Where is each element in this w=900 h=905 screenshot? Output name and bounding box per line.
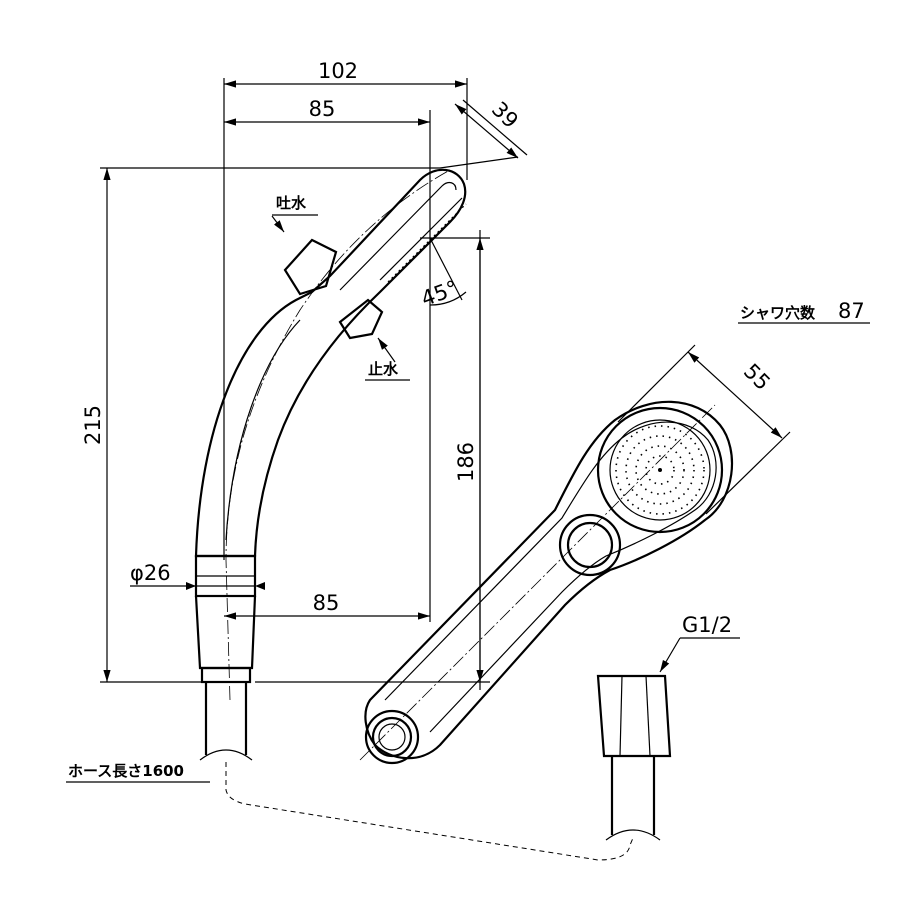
hose-dashed-path <box>225 762 634 861</box>
dimension-height-to-spray: 186 <box>454 442 478 482</box>
head-inner-line <box>339 181 457 291</box>
side-view: 102 85 39 215 186 φ26 85 45° <box>66 59 528 783</box>
front-body-inner <box>384 421 717 733</box>
label-thread: G1/2 <box>682 613 732 637</box>
dimension-grip-diameter: φ26 <box>130 561 171 585</box>
leader-arrow <box>377 337 396 363</box>
fitting-hose-break <box>605 829 661 841</box>
arrowhead <box>255 582 265 590</box>
dimension-width-to-spray: 85 <box>309 97 336 121</box>
thread-leader <box>659 637 681 673</box>
arrowhead <box>186 582 196 590</box>
water-stop-button <box>338 298 384 340</box>
spray-hole-ring <box>625 435 695 505</box>
spray-face <box>379 197 467 283</box>
handle-body <box>194 168 467 558</box>
label-water-stop: 止水 <box>368 360 399 378</box>
spray-face-outer <box>596 406 724 534</box>
dimension-grip-offset: 85 <box>313 591 340 615</box>
front-view: 55 シャワ穴数 87 <box>359 299 870 765</box>
fitting-nut <box>596 674 672 758</box>
handle-inner-line <box>225 319 301 541</box>
front-centerline <box>359 404 716 761</box>
label-spray-holes-count: 87 <box>838 299 865 323</box>
extension-line <box>617 344 696 423</box>
dimension-face-diameter: 55 <box>739 359 775 395</box>
dimension-spray-angle: 45° <box>418 276 461 311</box>
spray-hole-ring <box>615 425 705 515</box>
fitting-facet <box>645 675 651 757</box>
spray-face-ring <box>609 419 711 521</box>
button-opening-inner <box>566 521 614 569</box>
spray-hole-ring <box>635 445 685 495</box>
hose-break <box>199 749 253 761</box>
spray-hole-center <box>658 468 662 472</box>
hose-connection-inner <box>378 723 406 751</box>
hose-nut <box>200 666 252 684</box>
dimension-line-55 <box>687 351 783 439</box>
extension-line <box>439 156 519 169</box>
spray-face-holes <box>387 203 467 283</box>
leader-arrow <box>271 215 285 233</box>
label-spray-holes: シャワ穴数 <box>740 304 816 322</box>
label-hose-length: ホース長さ1600 <box>68 762 184 780</box>
button-opening-outer <box>558 513 622 577</box>
fitting-facet <box>619 675 623 757</box>
hose-connection-outer <box>364 709 420 765</box>
hose-connection-mid <box>371 716 413 758</box>
dimension-line-39 <box>454 103 519 159</box>
spray-hole-ring <box>645 455 675 485</box>
water-out-button <box>283 238 338 296</box>
angle-leg <box>429 237 463 301</box>
dimension-overall-width: 102 <box>318 59 358 83</box>
front-body-outline <box>364 400 734 760</box>
label-water-out: 吐水 <box>276 194 307 212</box>
spray-holes <box>615 425 705 515</box>
hose-fitting: G1/2 <box>596 613 740 841</box>
dimension-overall-height: 215 <box>81 405 105 445</box>
handle-centerline <box>225 169 451 701</box>
grip-lower <box>194 595 257 670</box>
dimension-head-thickness: 39 <box>487 97 523 133</box>
angle-arc <box>429 291 467 306</box>
extension-line <box>705 431 791 515</box>
spray-face-edge <box>379 197 463 281</box>
